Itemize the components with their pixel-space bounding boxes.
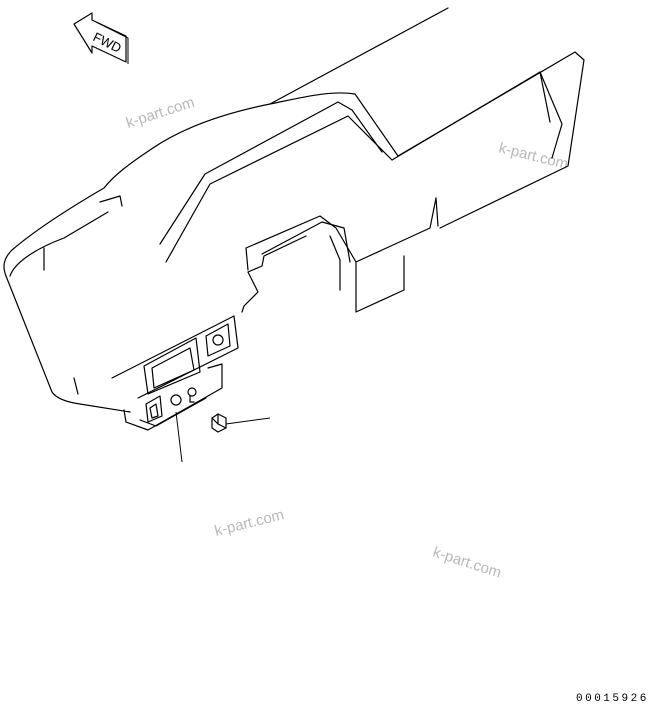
watermark-2: k-part.com — [497, 139, 570, 173]
leader-line-knob — [225, 417, 271, 425]
watermark-3: k-part.com — [213, 506, 286, 540]
dashboard-panel — [3, 7, 585, 433]
forward-arrow-icon: FWD — [73, 12, 129, 64]
part-number-label: 00015926 — [576, 693, 649, 705]
leader-line-panel — [175, 411, 183, 463]
watermark-4: k-part.com — [431, 544, 504, 582]
watermark-1: k-part.com — [124, 94, 197, 132]
